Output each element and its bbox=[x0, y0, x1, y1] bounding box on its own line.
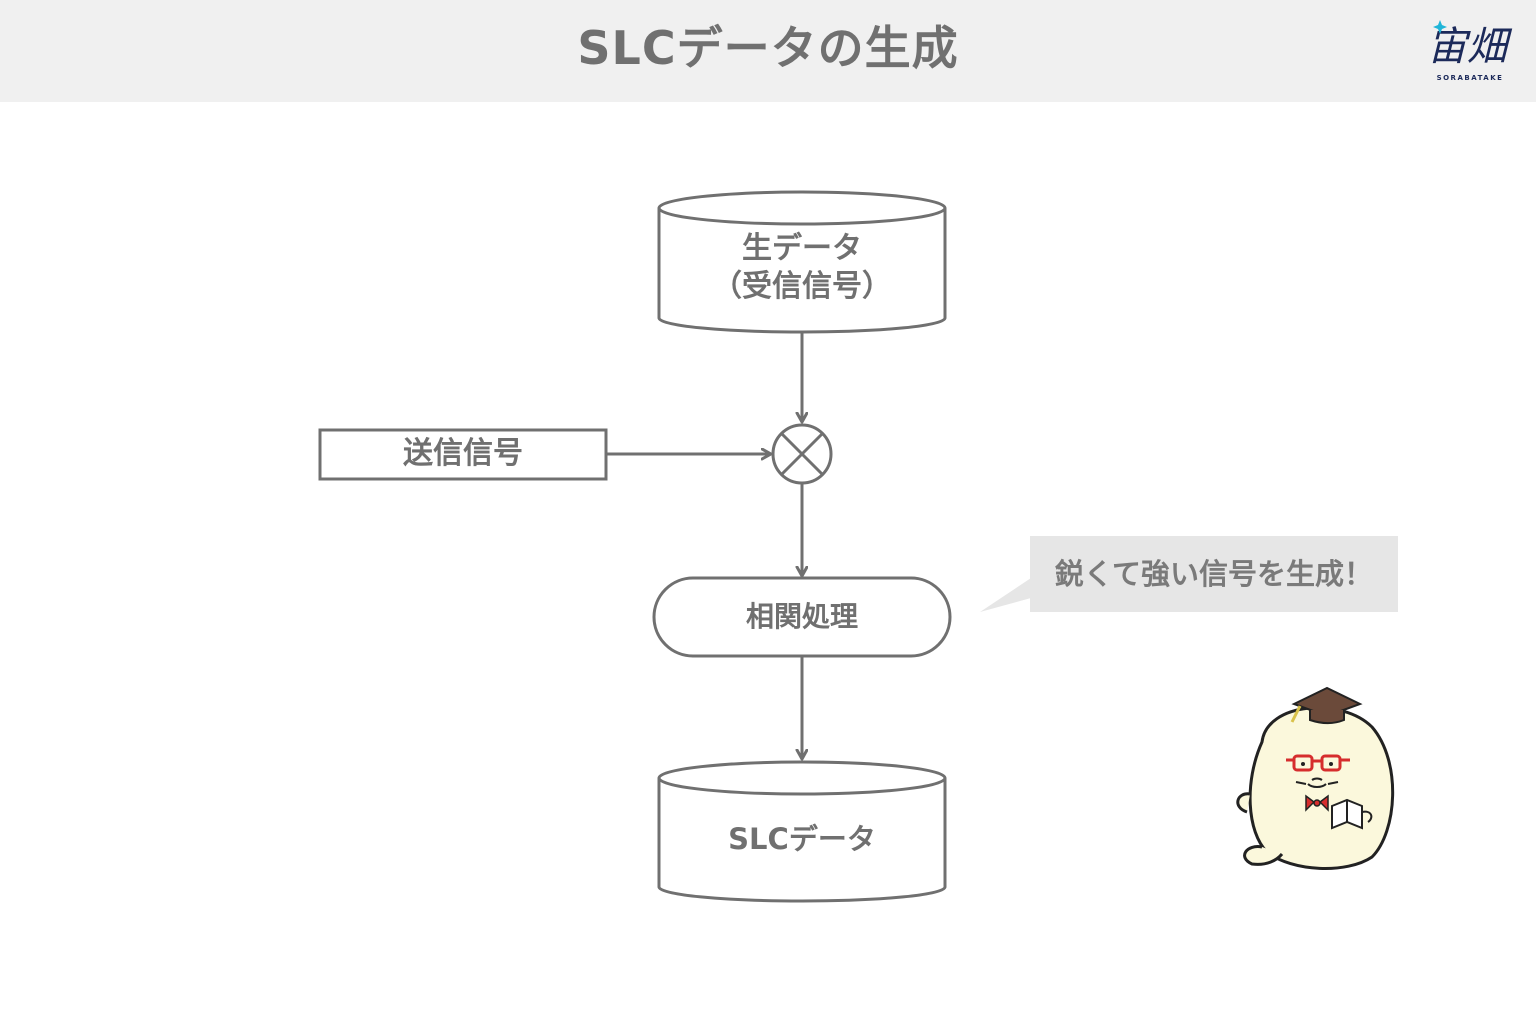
sparkle-icon bbox=[1433, 20, 1447, 34]
raw-data-cylinder bbox=[657, 190, 947, 334]
logo-text: 宙畑 bbox=[1427, 24, 1513, 70]
logo-subtext: SORABATAKE bbox=[1437, 74, 1504, 82]
header-bar: SLCデータの生成 宙畑 SORABATAKE bbox=[0, 0, 1536, 102]
correlation-label: 相関処理 bbox=[745, 600, 858, 633]
slc-data-cylinder bbox=[657, 760, 947, 903]
multiply-icon bbox=[771, 423, 833, 485]
raw-data-label-line2: （受信信号） bbox=[712, 269, 892, 304]
sorabatake-logo: 宙畑 SORABATAKE bbox=[1427, 20, 1513, 82]
raw-data-label-line1: 生データ bbox=[742, 231, 862, 266]
page-title: SLCデータの生成 bbox=[577, 21, 959, 75]
callout-bubble bbox=[980, 536, 1398, 612]
slc-data-label: SLCデータ bbox=[728, 822, 876, 856]
mascot-seal-illustration bbox=[1236, 686, 1395, 870]
transmit-signal-label: 送信信号 bbox=[403, 436, 523, 471]
raw-data-label: 生データ （受信信号） bbox=[659, 230, 945, 306]
callout-text: 鋭くて強い信号を生成！ bbox=[1054, 557, 1374, 591]
